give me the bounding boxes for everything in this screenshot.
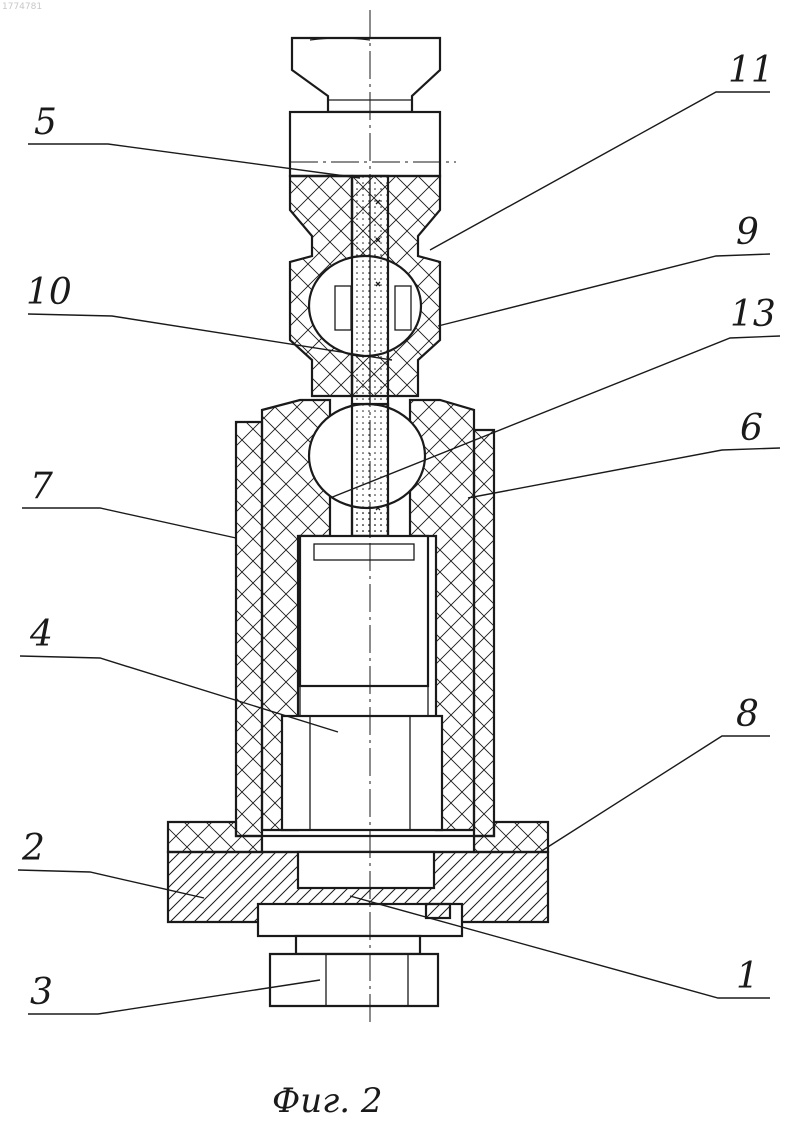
leader-6: [468, 448, 780, 498]
top-fitting: [290, 38, 440, 176]
callout-2: 2: [21, 828, 45, 869]
corner-mark: 1774781: [2, 2, 42, 12]
leader-11: [430, 92, 770, 250]
inner-blocks: [282, 536, 442, 830]
callout-3: 3: [30, 972, 53, 1013]
callout-10: 10: [26, 272, 72, 313]
bolt: [270, 936, 438, 1006]
callout-1: 1: [736, 956, 759, 997]
leader-9: [438, 254, 770, 326]
callout-13: 13: [730, 294, 776, 335]
figure-caption: Фиг. 2: [272, 1081, 383, 1121]
callout-7: 7: [30, 466, 53, 507]
callout-5: 5: [34, 102, 57, 143]
callout-4: 4: [29, 614, 53, 655]
callout-9: 9: [736, 212, 759, 253]
lower-nut: [258, 904, 462, 936]
leader-7: [22, 508, 236, 538]
leader-8: [540, 736, 770, 852]
callout-6: 6: [740, 408, 763, 449]
callout-8: 8: [736, 694, 759, 735]
callout-11: 11: [728, 50, 774, 91]
